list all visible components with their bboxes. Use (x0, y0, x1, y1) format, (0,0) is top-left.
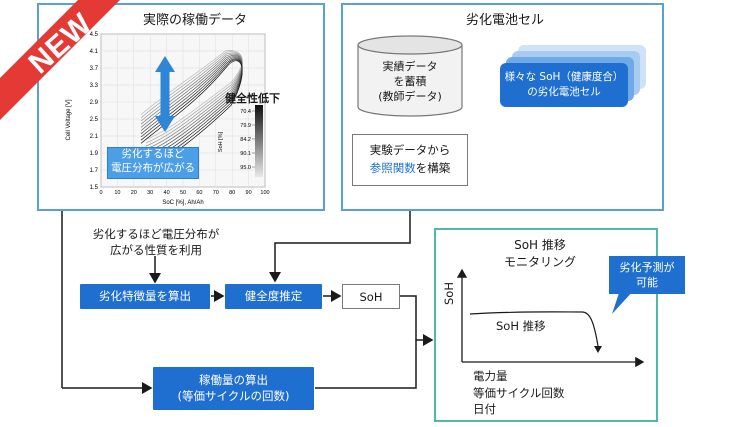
experiment-line1: 実験データから (369, 143, 451, 157)
chart-x-ticks: 0 10 20 30 40 50 60 70 80 90 100 (99, 190, 269, 196)
soh-curve-arrowhead (594, 346, 602, 353)
chart-x-label: SoC [%], Ah/Ah (162, 200, 203, 206)
experiment-line2-rest: を構築 (415, 161, 451, 176)
colorbar-tick-label: 90.1 (240, 151, 251, 157)
y-tick-label: 3.7 (90, 66, 99, 72)
x-tick-label: 20 (131, 190, 137, 196)
chart-curves (140, 50, 243, 169)
colorbar-ticks: 70.4 79.9 84.2 90.1 95.0 (240, 109, 255, 171)
voltage-curve (140, 51, 243, 144)
y-tick-label: 4.5 (90, 32, 99, 38)
colorbar (255, 105, 263, 177)
reference-function-highlight: 参照関数 (369, 161, 416, 176)
chart-annotation: 劣化するほど 電圧分布が広がる (107, 147, 199, 179)
y-tick-label: 3.3 (90, 83, 99, 89)
colorbar-tick-label: 79.9 (240, 123, 251, 129)
trend-curve-label: SoH 推移 (496, 319, 546, 333)
y-tick-label: 1.5 (90, 185, 99, 191)
x-tick-label: 30 (147, 190, 153, 196)
prediction-callout: 劣化予測が 可能 (609, 256, 685, 294)
trend-title: SoH 推移 モニタリング (503, 238, 576, 269)
y-tick-label: 2.9 (90, 100, 99, 106)
colorbar-tick-label: 95.0 (240, 165, 251, 171)
health-estimate-box: 健全度推定 (225, 284, 322, 309)
voltage-curve (140, 50, 243, 140)
degraded-cell-title: 劣化電池セル (465, 13, 544, 28)
colorbar-tick-label: 84.2 (240, 137, 251, 143)
usage-calc-box: 稼働量の算出 (等価サイクルの回数) (153, 367, 314, 410)
x-tick-label: 70 (213, 190, 219, 196)
soh-curve (469, 311, 599, 347)
y-tick-label: 1.7 (90, 168, 99, 174)
y-tick-label: 2.1 (90, 134, 99, 140)
callout-pointer (612, 290, 634, 314)
line-usage-trend (315, 340, 417, 389)
actual-data-title: 実際の稼働データ (142, 13, 247, 28)
spread-arrow-up (155, 56, 175, 72)
x-tick-label: 60 (196, 190, 202, 196)
chart-y-label: Cell Voltage [V] (66, 99, 72, 140)
soh-box: SoH (342, 284, 400, 309)
voltage-curve (140, 60, 243, 169)
x-tick-label: 90 (246, 190, 252, 196)
trend-x-label: 電力量 等価サイクル回数 日付 (473, 369, 565, 417)
colorbar-label: SoH [%] (218, 131, 224, 152)
y-tick-label: 2.5 (90, 117, 99, 123)
arrow-soh-trend (400, 295, 434, 346)
flow-note: 劣化するほど電圧分布が 広がる性質を利用 (92, 227, 220, 258)
y-tick-label: 4.1 (90, 49, 99, 55)
y-tick-label: 1.9 (90, 151, 99, 157)
experiment-line2: 参照関数を構築 (353, 159, 467, 177)
colorbar-tick-label: 70.4 (240, 109, 251, 115)
x-tick-label: 0 (99, 190, 102, 196)
x-tick-label: 50 (180, 190, 186, 196)
x-tick-label: 100 (260, 190, 269, 196)
experiment-box: 実験データから 参照関数を構築 (352, 134, 468, 186)
x-tick-label: 10 (114, 190, 120, 196)
x-tick-label: 80 (229, 190, 235, 196)
cylinder-label: 実績データ を蓄積 (教師データ) (378, 60, 442, 103)
arrow-ref-estimate (269, 210, 411, 283)
chart-y-ticks: 4.5 4.1 3.7 3.3 2.9 2.5 2.1 1.9 1.7 1.5 (90, 32, 99, 191)
spread-arrow-down (155, 116, 175, 132)
cell-stack-front: 様々な SoH（健康度合） の劣化電池セル (500, 63, 628, 107)
x-tick-label: 40 (164, 190, 170, 196)
legend-title: 健全性低下 (225, 92, 280, 105)
feature-calc-box: 劣化特徴量を算出 (80, 284, 210, 309)
